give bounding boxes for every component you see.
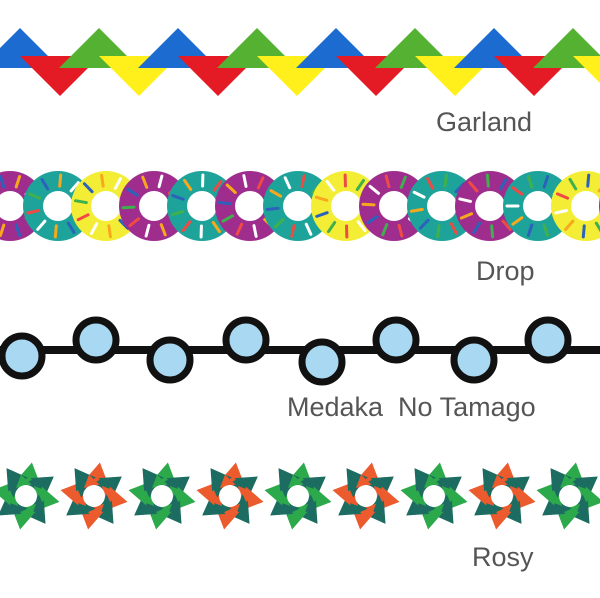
rosy-pattern <box>0 462 600 530</box>
drop-ring <box>215 171 285 241</box>
drop-ring <box>551 171 600 241</box>
rosy-rosette <box>536 462 600 530</box>
rosy-rosette <box>264 462 332 530</box>
medaka-egg <box>372 316 420 364</box>
drop-ring <box>503 171 573 241</box>
rosy-rosette <box>0 462 60 530</box>
garland-pattern <box>0 28 600 96</box>
rosy-rosette <box>196 462 264 530</box>
medaka-label: Medaka No Tamago <box>287 392 536 422</box>
drop-label: Drop <box>476 256 535 286</box>
rosy-tape <box>0 460 600 532</box>
drop-tape <box>0 168 600 244</box>
medaka-egg <box>146 336 194 384</box>
medaka-pattern <box>0 316 600 386</box>
rosy-rosette <box>468 462 536 530</box>
medaka-tape <box>0 314 600 388</box>
drop-ring <box>311 171 381 241</box>
garland-label: Garland <box>436 107 533 137</box>
pennant-down <box>573 56 600 83</box>
rosy-rosette <box>60 462 128 530</box>
drop-ring <box>359 171 429 241</box>
drop-ring <box>119 171 189 241</box>
medaka-egg <box>450 336 498 384</box>
medaka-egg <box>222 316 270 364</box>
medaka-egg <box>72 316 120 364</box>
medaka-egg <box>298 338 346 386</box>
garland-tape <box>0 28 600 98</box>
medaka-egg <box>524 316 572 364</box>
rosy-rosette <box>128 462 196 530</box>
rosy-rosette <box>400 462 468 530</box>
medaka-line <box>0 346 600 354</box>
rosy-label: Rosy <box>472 542 534 572</box>
medaka-egg <box>0 332 46 380</box>
drop-pattern <box>0 171 600 241</box>
rosy-rosette <box>332 462 400 530</box>
